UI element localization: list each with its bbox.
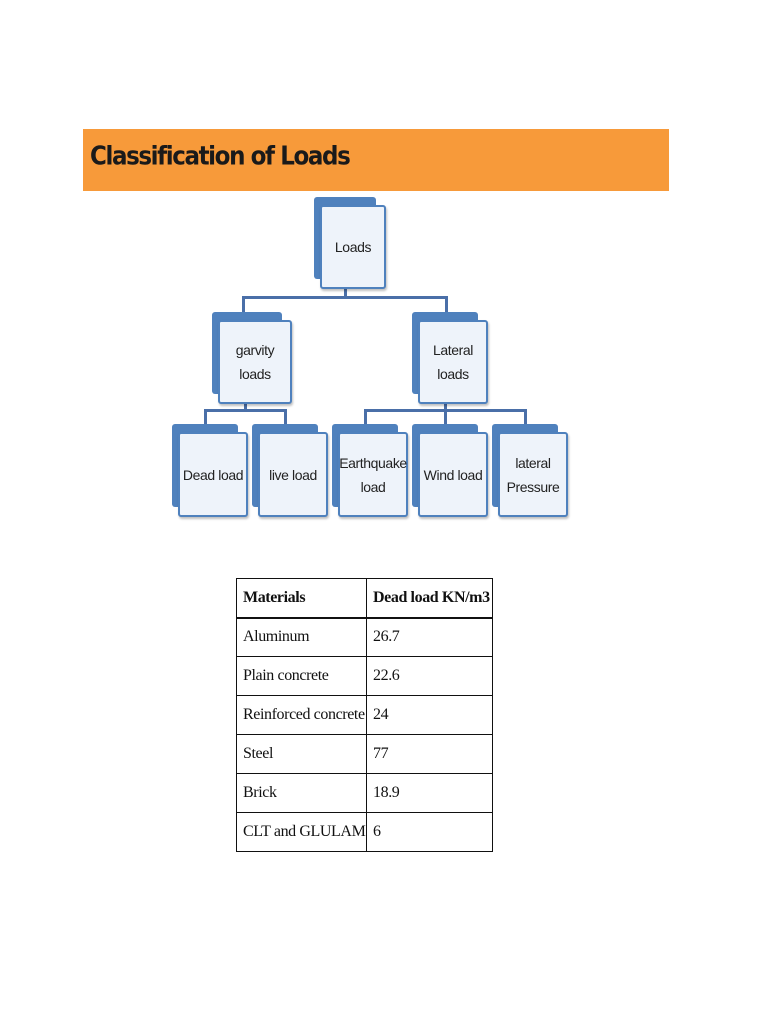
material-cell: Reinforced concrete <box>236 695 367 735</box>
dead-load-cell: 24 <box>366 695 493 735</box>
node-earthquake-load: Earthquake load <box>332 424 408 517</box>
table-row: Brick 18.9 <box>236 773 493 813</box>
node-gravity-loads: garvity loads <box>212 312 292 404</box>
table-header-row: Materials Dead load KN/m3 <box>236 578 493 619</box>
node-lateral-loads: Lateral loads <box>412 312 488 404</box>
node-lateral-pressure: lateral Pressure <box>492 424 568 517</box>
connector-gravity-stem <box>244 400 247 411</box>
dead-load-cell: 26.7 <box>366 617 493 657</box>
node-gravity-loads-label: garvity loads <box>235 342 275 382</box>
connector-gravity-drop <box>242 296 245 314</box>
connector-earthquake-drop <box>364 409 367 425</box>
material-cell: Plain concrete <box>236 656 367 696</box>
connector-level2-bar <box>242 296 448 299</box>
material-cell: CLT and GLULAM <box>236 812 367 852</box>
dead-load-cell: 18.9 <box>366 773 493 813</box>
table-row: Plain concrete 22.6 <box>236 656 493 696</box>
connector-live-drop <box>284 409 287 425</box>
node-loads-label: Loads <box>334 239 372 255</box>
node-wind-load-label: Wind load <box>423 466 483 483</box>
material-cell: Steel <box>236 734 367 774</box>
table-row: CLT and GLULAM 6 <box>236 812 493 852</box>
connector-wind-drop <box>444 409 447 425</box>
connector-lateral-stem <box>444 400 447 411</box>
table-row: Steel 77 <box>236 734 493 774</box>
connector-root-stem <box>344 285 347 297</box>
title-banner: Classification of Loads <box>83 129 669 191</box>
node-earthquake-load-label: Earthquake load <box>339 454 407 495</box>
dead-load-table: Materials Dead load KN/m3 Aluminum 26.7 … <box>236 578 493 852</box>
node-dead-load-label: Dead load <box>182 466 244 483</box>
column-header-dead-load: Dead load KN/m3 <box>366 578 493 619</box>
dead-load-cell: 77 <box>366 734 493 774</box>
connector-pressure-drop <box>524 409 527 425</box>
dead-load-cell: 6 <box>366 812 493 852</box>
table-row: Reinforced concrete 24 <box>236 695 493 735</box>
material-cell: Brick <box>236 773 367 813</box>
node-lateral-pressure-label: lateral Pressure <box>506 454 560 495</box>
node-dead-load: Dead load <box>172 424 248 517</box>
table-row: Aluminum 26.7 <box>236 617 493 657</box>
node-loads: Loads <box>314 197 386 289</box>
column-header-materials: Materials <box>236 578 367 619</box>
connector-dead-drop <box>204 409 207 425</box>
dead-load-cell: 22.6 <box>366 656 493 696</box>
node-wind-load: Wind load <box>412 424 488 517</box>
node-lateral-loads-label: Lateral loads <box>432 342 473 382</box>
connector-gravity-bar <box>204 409 287 412</box>
node-live-load-label: live load <box>269 466 317 483</box>
page-title: Classification of Loads <box>90 142 351 172</box>
node-live-load: live load <box>252 424 328 517</box>
material-cell: Aluminum <box>236 617 367 657</box>
connector-lateral-drop <box>445 296 448 314</box>
